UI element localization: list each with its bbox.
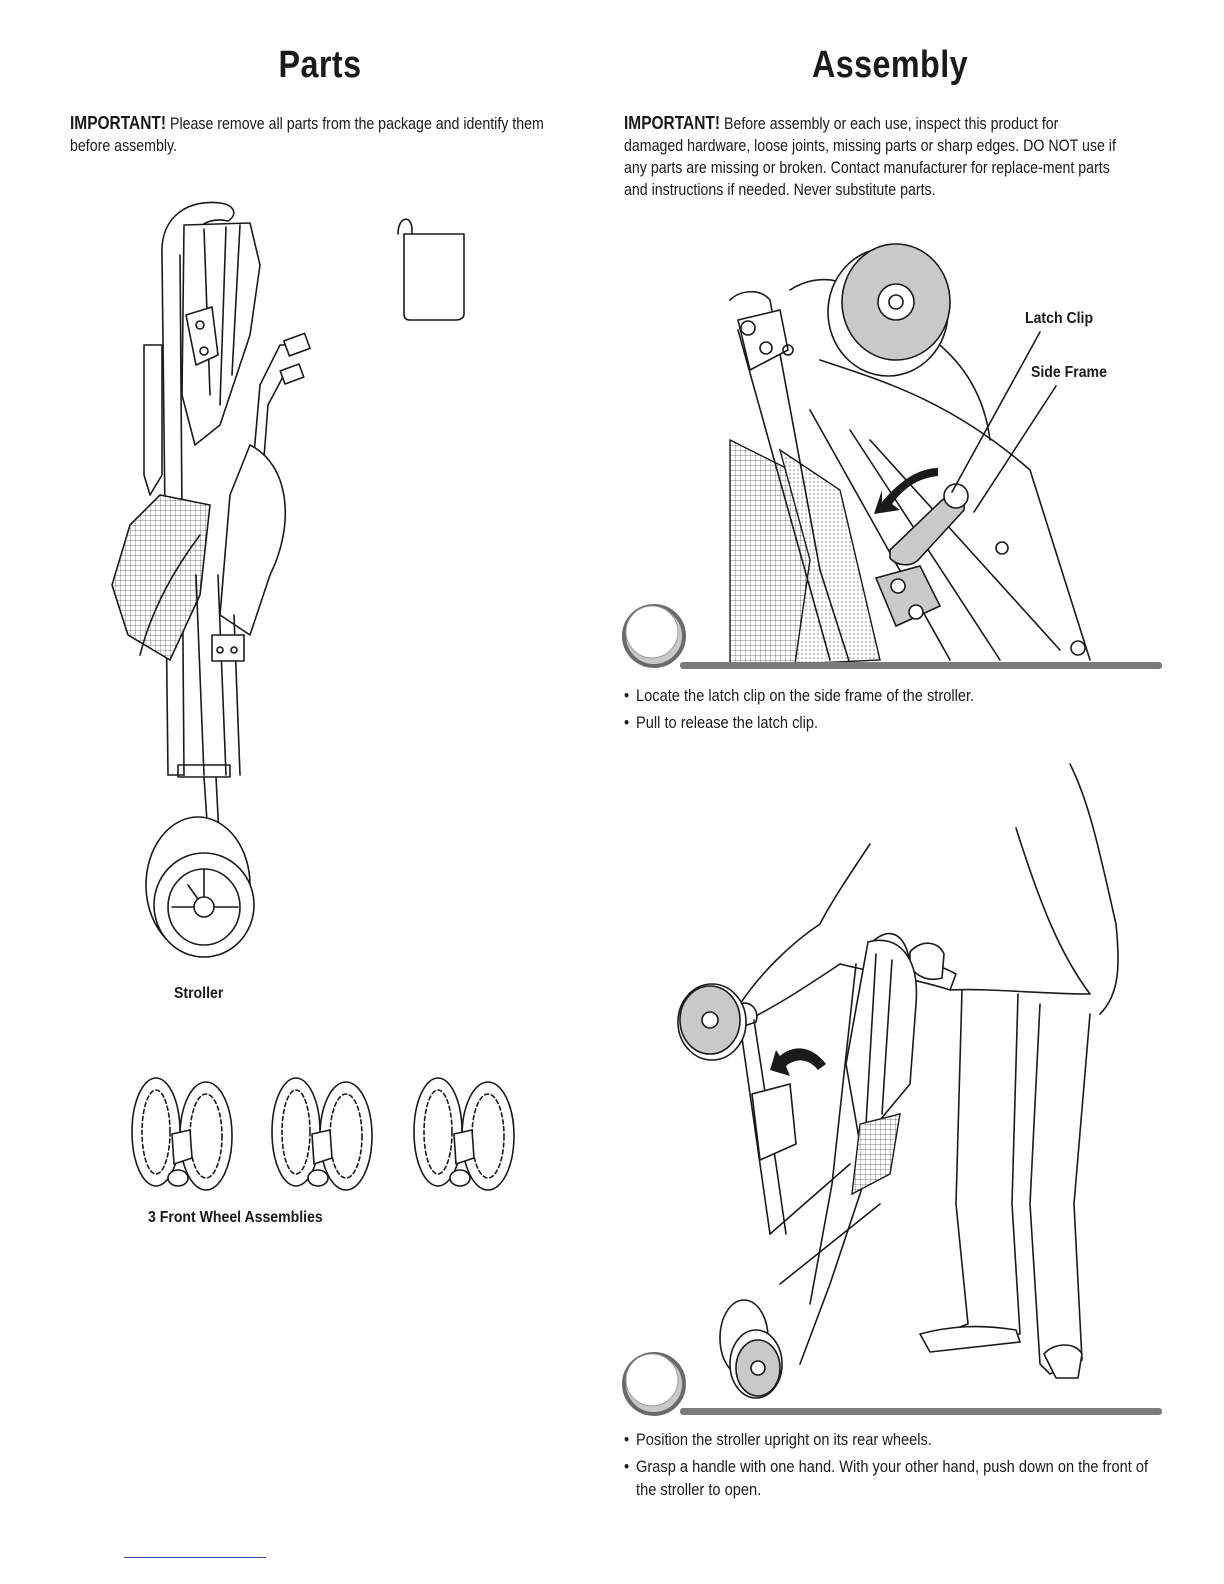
step2-instructions: Position the stroller upright on its rea…: [624, 1428, 1157, 1505]
step1-bullet-2: Pull to release the latch clip.: [624, 711, 1157, 734]
footer-rule: [124, 1557, 266, 1558]
wheel-pair-3: [413, 1077, 515, 1191]
folded-stroller-illustration: [111, 201, 311, 958]
stroller-label: Stroller: [174, 985, 224, 1002]
assembly-important-label: IMPORTANT!: [624, 113, 721, 133]
wheel-pair-1: [131, 1077, 233, 1191]
step2-bullet-2: Grasp a handle with one hand. With your …: [624, 1455, 1157, 1501]
assembly-title: Assembly: [811, 44, 969, 86]
assembly-important-text: Before assembly or each use, inspect thi…: [624, 115, 1116, 199]
front-wheels-label: 3 Front Wheel Assemblies: [148, 1209, 323, 1226]
step2-bullet-1: Position the stroller upright on its rea…: [624, 1428, 1157, 1451]
step2-open-stroller-illustration: [622, 763, 1162, 1416]
wheel-pair-2: [271, 1077, 373, 1191]
parts-title: Parts: [278, 44, 362, 86]
storage-bag-part: [397, 218, 465, 321]
parts-important-label: IMPORTANT!: [70, 113, 167, 133]
step1-bullet-1: Locate the latch clip on the side frame …: [624, 684, 1157, 707]
callout-side-frame: Side Frame: [1031, 364, 1107, 381]
front-wheel-assemblies: [131, 1077, 515, 1191]
parts-important-text: Please remove all parts from the package…: [70, 115, 544, 155]
step1-latch-illustration: [622, 243, 1162, 669]
step1-instructions: Locate the latch clip on the side frame …: [624, 684, 1157, 738]
parts-important-note: IMPORTANT! Please remove all parts from …: [70, 112, 552, 157]
assembly-important-note: IMPORTANT! Before assembly or each use, …: [624, 112, 1119, 201]
callout-latch-clip: Latch Clip: [1025, 310, 1094, 327]
